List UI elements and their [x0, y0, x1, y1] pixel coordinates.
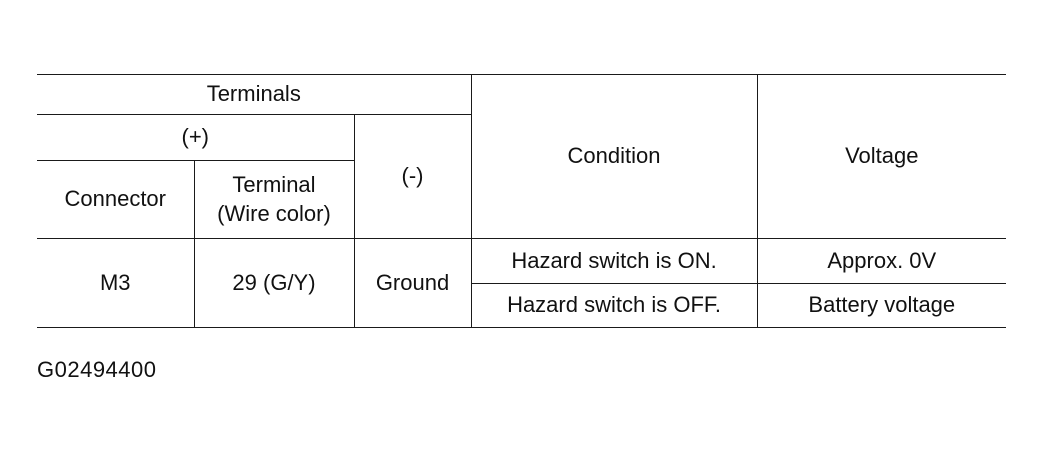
terminal-header-line1: Terminal — [232, 171, 316, 197]
voltage-cell: Approx. 0V — [756, 238, 1007, 284]
terminal-header: Terminal (Wire color) — [193, 160, 355, 239]
negative-header: (-) — [353, 114, 472, 239]
condition-cell: Hazard switch is OFF. — [471, 283, 758, 328]
voltage-cell: Battery voltage — [756, 283, 1007, 328]
positive-header: (+) — [37, 114, 355, 161]
connector-cell: M3 — [37, 238, 195, 328]
voltage-header: Voltage — [756, 74, 1007, 239]
condition-header: Condition — [470, 74, 758, 239]
negative-cell: Ground — [353, 238, 472, 328]
figure-code: G02494400 — [37, 357, 157, 382]
header-row-polarity: (+) (-) — [37, 114, 1006, 239]
table-row: M3 29 (G/Y) Ground Hazard switch is ON. … — [37, 238, 1007, 328]
header-row-terminals: Terminals Condition Voltage — [37, 74, 1007, 239]
terminals-header: Terminals — [37, 74, 472, 115]
connector-header: Connector — [37, 160, 195, 239]
table-row: Hazard switch is OFF. Battery voltage — [37, 283, 1007, 328]
condition-cell: Hazard switch is ON. — [470, 238, 758, 284]
terminal-header-line2: (Wire color) — [217, 200, 331, 226]
terminal-voltage-table: Terminals Condition Voltage (+) (-) Conn… — [37, 74, 1007, 328]
terminal-cell: 29 (G/Y) — [193, 238, 355, 328]
